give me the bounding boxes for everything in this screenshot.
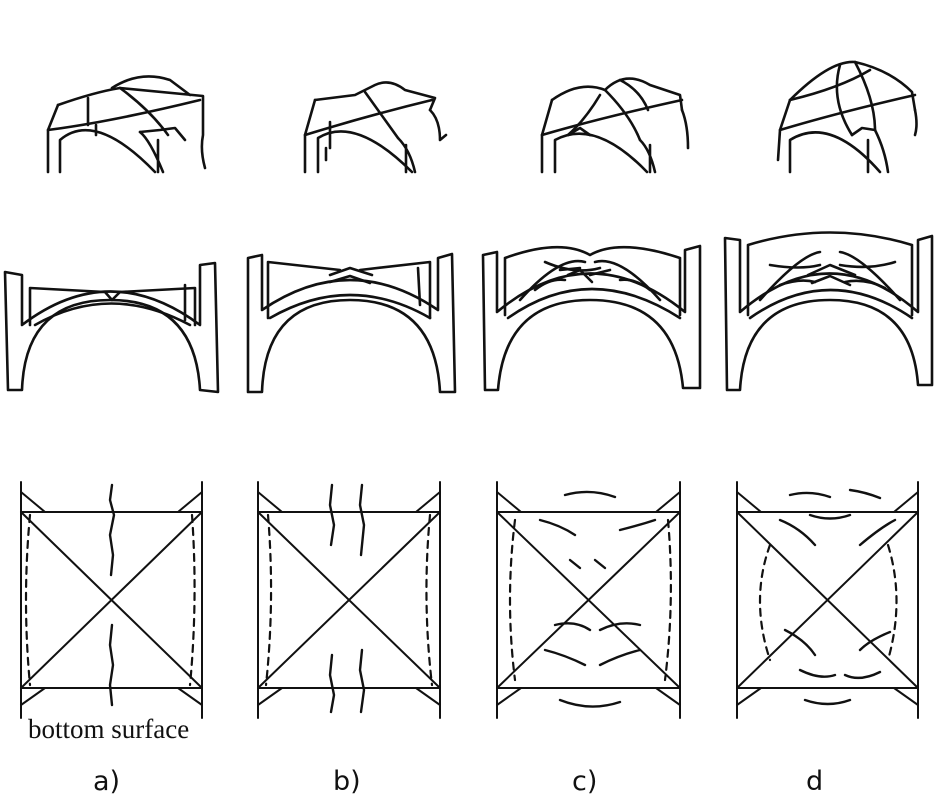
vault-3d-a [46, 75, 207, 174]
vault-3d-d [776, 60, 918, 174]
crack-pattern-b [257, 481, 441, 719]
vault-3d-c [540, 77, 690, 174]
crack-pattern-a [20, 481, 203, 719]
panel-label-b: b) [333, 766, 361, 797]
panel-label-a: a) [93, 766, 120, 797]
row-elevations [3, 231, 934, 394]
panel-label-c: c) [572, 766, 597, 797]
crack-pattern-d [736, 481, 919, 719]
crack-pattern-c [496, 481, 681, 719]
vault-3d-b [303, 81, 448, 174]
elevation-a [3, 261, 220, 394]
row-crack-patterns [20, 481, 919, 719]
elevation-d [723, 231, 934, 392]
panel-label-d: d [806, 766, 823, 797]
bottom-surface-label: bottom surface [28, 714, 189, 744]
row-isometric-vaults [46, 60, 918, 174]
elevation-b [246, 252, 457, 394]
elevation-c [481, 244, 702, 392]
